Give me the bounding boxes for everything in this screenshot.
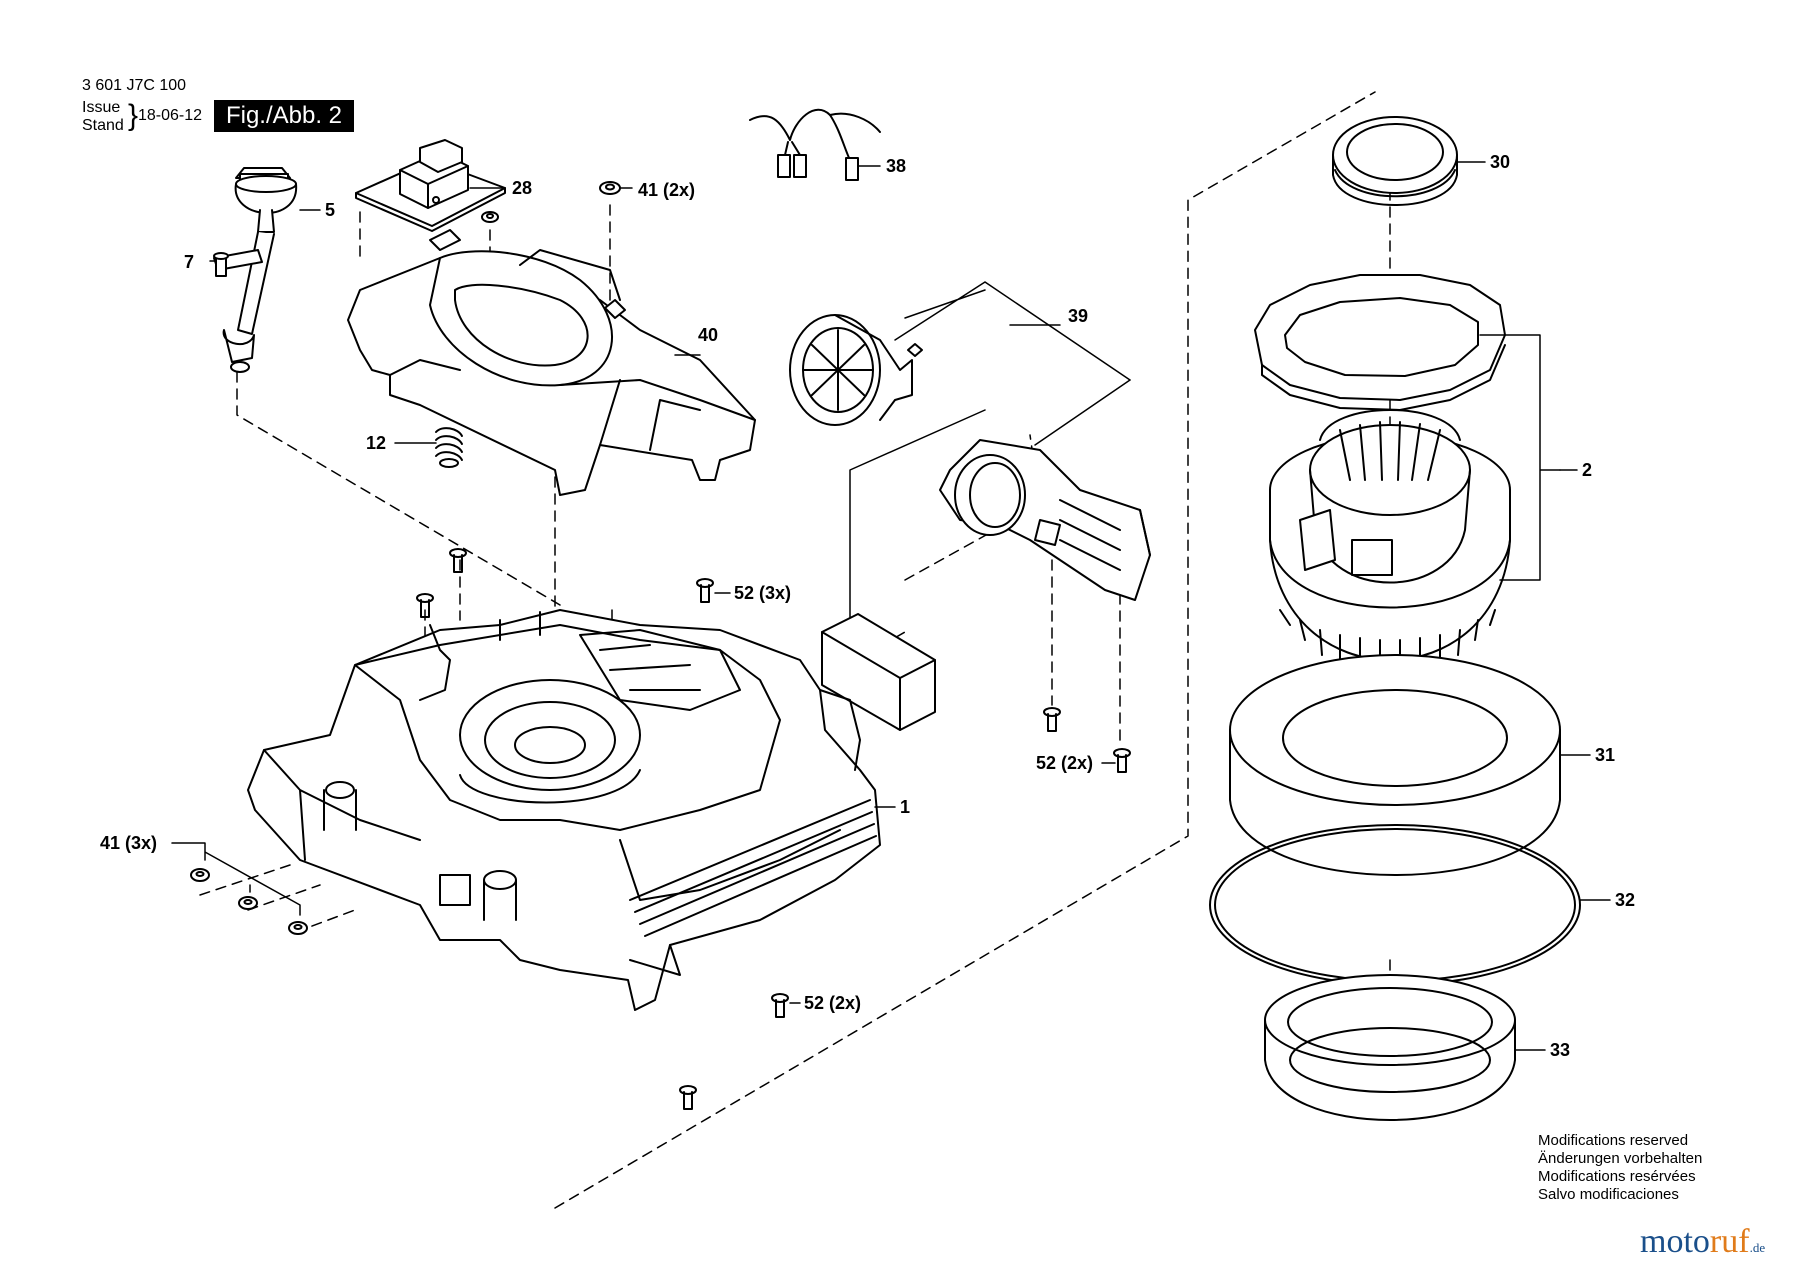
issue-date: 18-06-12 [138,107,203,124]
stand-label: Stand [82,117,124,134]
screw-52-top [696,578,714,603]
foam-filter-block [821,613,936,731]
screw-housing-1 [449,548,467,573]
logo-part-b: ruf [1709,1223,1750,1260]
figure-label: Fig./Abb. 2 [214,100,354,132]
nut-41-left-3 [288,921,308,935]
logo-part-a: moto [1640,1223,1710,1260]
nut-41-left-2 [238,896,258,910]
part-41-nut-top [599,181,621,195]
note-de: Änderungen vorbehalten [1538,1150,1703,1167]
label-part-32: 32 [1615,890,1636,910]
label-part-40: 40 [698,325,719,345]
part-41-nut-top-2 [481,211,499,223]
label-part-7: 7 [184,252,195,272]
assembly-dashed-lines [199,91,1391,1209]
part-33-bottom-ring [1264,974,1516,1121]
label-part-52-bottom: 52 (2x) [804,993,862,1013]
screw-set [190,548,1131,1110]
label-part-52-top: 52 (3x) [734,583,792,603]
part-38-wires [749,108,881,181]
brace: } [128,99,139,132]
screw-housing-2 [416,593,434,618]
label-part-2: 2 [1582,460,1593,480]
part-39-filter-holder [789,314,1151,601]
modification-notes: Modifications reserved Änderungen vorbeh… [1538,1132,1702,1204]
part-40-motor-cover [347,229,756,496]
nut-41-left-1 [190,868,210,882]
note-en: Modifications reserved [1538,1132,1689,1149]
label-part-33: 33 [1550,1040,1571,1060]
screw-52-bottom-1 [771,993,789,1018]
label-part-12: 12 [366,433,387,453]
issue-label: Issue [82,99,121,116]
label-part-5: 5 [325,200,336,220]
label-part-39: 39 [1068,306,1089,326]
label-part-41-top: 41 (2x) [638,180,696,200]
label-part-41-left: 41 (3x) [100,833,158,853]
part-30-top-ring [1332,116,1458,206]
part-39-callout-lines [849,281,1131,626]
part-31-foam-ring [1229,654,1561,876]
label-part-28: 28 [512,178,533,198]
part-32-o-ring [1209,824,1581,986]
screw-52-bottom-2 [679,1085,697,1110]
part-5-switch-knob [213,167,298,373]
label-part-38: 38 [886,156,907,176]
label-part-31: 31 [1595,745,1616,765]
label-part-1: 1 [900,797,911,817]
note-fr: Modifications resérvées [1538,1168,1696,1185]
note-es: Salvo modificaciones [1538,1186,1679,1203]
part-28-pcb [355,139,506,232]
motoruf-logo: motoruf.de [1640,1222,1765,1268]
part-12-spring [435,427,463,468]
part-1-housing [247,609,881,1011]
leader-lines [209,161,1611,1051]
logo-part-c: .de [1749,1240,1766,1255]
part-7-screw [213,252,229,277]
screw-52-mid-1 [1043,707,1061,732]
part-number: 3 601 J7C 100 [82,77,187,94]
part-2-motor-seal [1254,274,1506,411]
screw-52-mid-2 [1113,748,1131,773]
part-2-bracket [1479,334,1561,581]
label-part-52-mid: 52 (2x) [1036,753,1094,773]
part-41-left-callout [171,842,301,916]
label-part-30: 30 [1490,152,1511,172]
part-2-motor [1269,409,1511,669]
